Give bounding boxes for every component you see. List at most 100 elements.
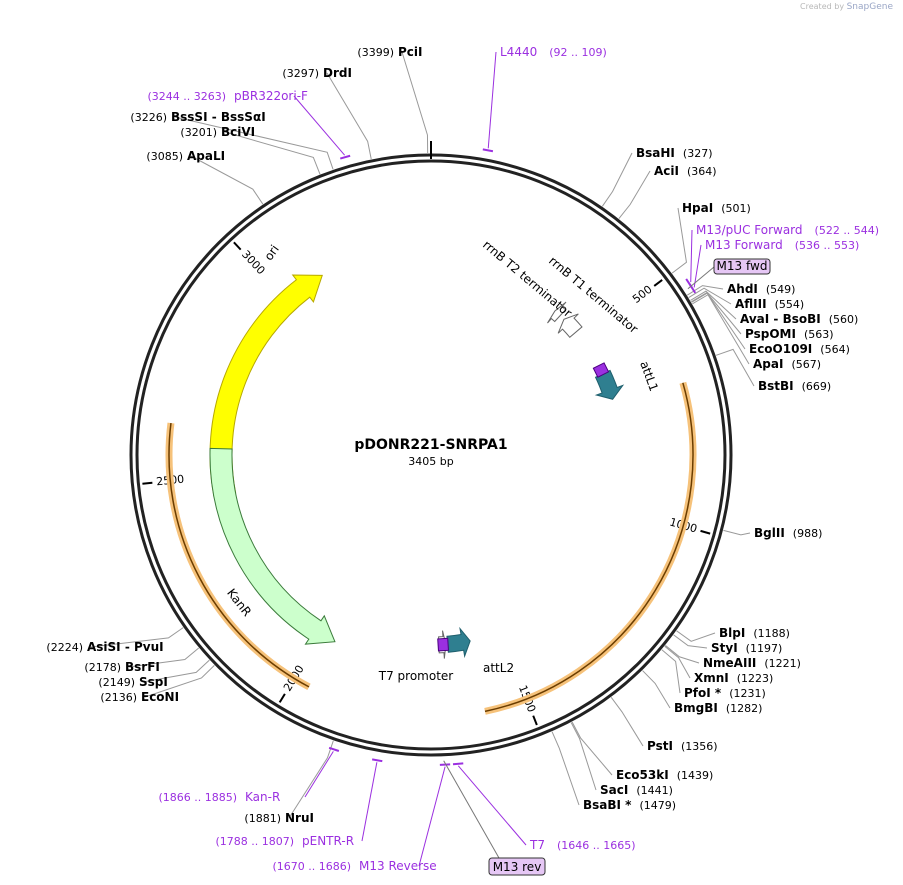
snapgene-logo: SnapGene — [846, 2, 893, 12]
ring-tick-2500 — [142, 481, 153, 485]
snapgene-credit: Created by SnapGene — [800, 2, 893, 12]
m13-fwd-box[interactable]: M13 fwd — [713, 258, 771, 275]
plasmid-length: 3405 bp — [408, 455, 453, 468]
enzyme-leader — [688, 287, 732, 305]
enzyme-site[interactable]: (3085)ApaLI — [146, 149, 225, 163]
enzyme-name: AhdI — [727, 282, 758, 296]
enzyme-name: AflIII — [735, 297, 767, 311]
enzyme-position: (3226) — [130, 111, 167, 124]
enzyme-position: (3297) — [282, 67, 319, 80]
boxed-leader — [443, 760, 500, 859]
enzyme-position: (1223) — [737, 672, 774, 685]
enzyme-leader — [661, 649, 681, 694]
enzyme-site[interactable]: AciI(364) — [654, 164, 717, 178]
enzyme-site[interactable]: AflIII(554) — [735, 297, 804, 311]
enzyme-leader — [686, 285, 724, 296]
enzyme-site[interactable]: (3226)BssSI - BssSαI — [130, 110, 265, 124]
enzyme-leader — [715, 348, 755, 387]
feature-rrnb-t2 — [547, 301, 567, 324]
enzyme-name: AvaI - BsoBI — [740, 312, 821, 326]
enzyme-position: (2149) — [98, 676, 135, 689]
feature-label-rrnb-t1: rrnB T1 terminator — [546, 254, 641, 337]
boxed-label-bg — [713, 258, 771, 275]
ring-tick-3000 — [233, 241, 242, 251]
enzyme-name: BlpI — [719, 626, 745, 640]
enzyme-site[interactable]: (3297)DrdI — [282, 66, 352, 80]
enzyme-leader — [288, 740, 334, 819]
enzyme-site[interactable]: BsaBI *(1479) — [583, 798, 676, 812]
enzyme-site[interactable]: BglII(988) — [754, 526, 822, 540]
enzyme-leader — [570, 722, 597, 791]
enzyme-site[interactable]: NmeAIII(1221) — [703, 656, 801, 670]
enzyme-name: NmeAIII — [703, 656, 756, 670]
enzyme-site[interactable]: (1881) NruI — [244, 811, 314, 825]
enzyme-site[interactable]: XmnI(1223) — [694, 671, 773, 685]
enzyme-position: (3399) — [357, 46, 394, 59]
enzyme-site[interactable]: BsaHI(327) — [636, 146, 713, 160]
enzyme-site[interactable]: AvaI - BsoBI (560) — [740, 312, 858, 326]
enzyme-site[interactable]: (3201)BciVI — [180, 125, 255, 139]
enzyme-name: SspI — [139, 675, 168, 689]
enzyme-site[interactable]: BlpI(1188) — [719, 626, 790, 640]
orf-marker-bottom — [437, 637, 449, 652]
primer-leader — [457, 765, 527, 846]
enzyme-site[interactable]: SacI(1441) — [600, 783, 673, 797]
enzyme-site[interactable]: PspOMI(563) — [745, 327, 834, 341]
enzyme-leader — [676, 630, 716, 642]
enzyme-name: ApaI — [753, 357, 783, 371]
enzyme-site[interactable]: AhdI (549) — [727, 282, 795, 296]
enzyme-position: (560) — [829, 313, 859, 326]
primer-name: Kan-R — [245, 790, 280, 804]
enzyme-site[interactable]: (2224)AsiSI - PvuI — [46, 640, 163, 654]
primer-site[interactable]: (1788 .. 1807)pENTR-R — [215, 834, 354, 848]
enzyme-site[interactable]: PstI(1356) — [647, 739, 718, 753]
primer-leader — [487, 51, 497, 149]
enzyme-site[interactable]: (2178)BsrFI — [84, 660, 159, 674]
enzyme-site[interactable]: (3399)PciI — [357, 45, 422, 59]
primer-site[interactable]: M13/pUC Forward(522 .. 544) — [696, 223, 879, 237]
enzyme-name: NruI — [285, 811, 314, 825]
enzyme-site[interactable]: (2136)EcoNI — [100, 690, 179, 704]
enzyme-leader — [610, 697, 644, 747]
ring-tick-500 — [653, 279, 663, 287]
enzyme-name: BsrFI — [125, 660, 160, 674]
enzyme-position: (1356) — [681, 740, 718, 753]
enzyme-position: (327) — [683, 147, 713, 160]
primer-site[interactable]: T7(1646 .. 1665) — [529, 838, 636, 852]
enzyme-site[interactable]: ApaI(567) — [753, 357, 821, 371]
enzyme-site[interactable]: Eco53kI(1439) — [616, 768, 713, 782]
enzyme-site[interactable]: (2149) SspI — [98, 675, 167, 689]
primer-site[interactable]: (1866 .. 1885)Kan-R — [158, 790, 280, 804]
primer-mark — [371, 758, 383, 763]
enzyme-leader — [673, 634, 708, 649]
primer-site[interactable]: (1670 .. 1686)M13 Reverse — [272, 859, 436, 873]
boxed-leader — [687, 266, 715, 290]
m13-rev-box[interactable]: M13 rev — [488, 857, 546, 876]
enzyme-leader — [691, 292, 746, 350]
enzyme-site[interactable]: EcoO109I(564) — [749, 342, 850, 356]
enzyme-leader — [692, 294, 750, 365]
enzyme-name: PspOMI — [745, 327, 796, 341]
enzyme-name: AsiSI - PvuI — [87, 640, 164, 654]
enzyme-site[interactable]: PfoI *(1231) — [684, 686, 766, 700]
enzyme-name: BmgBI — [674, 701, 718, 715]
primer-site[interactable]: M13 Forward(536 .. 553) — [705, 238, 859, 252]
primer-mark — [482, 148, 494, 153]
enzyme-leader — [174, 116, 334, 170]
primer-site[interactable]: (3244 .. 3263)pBR322ori-F — [147, 89, 308, 103]
enzyme-position: (1441) — [636, 784, 673, 797]
primer-leader — [690, 229, 693, 283]
enzyme-name: BciVI — [221, 125, 255, 139]
enzyme-site[interactable]: StyI(1197) — [711, 641, 782, 655]
enzyme-name: AciI — [654, 164, 679, 178]
enzyme-site[interactable]: BstBI(669) — [758, 379, 831, 393]
feature-label-rrnb-t2: rrnB T2 terminator — [480, 238, 575, 321]
primer-site[interactable]: L4440(92 .. 109) — [500, 45, 607, 59]
enzyme-site[interactable]: HpaI(501) — [682, 201, 751, 215]
ring-tick-1500 — [532, 715, 538, 726]
enzyme-site[interactable]: BmgBI(1282) — [674, 701, 762, 715]
enzyme-position: (1881) — [244, 812, 281, 825]
enzyme-position: (549) — [766, 283, 796, 296]
enzyme-leader — [326, 72, 372, 160]
